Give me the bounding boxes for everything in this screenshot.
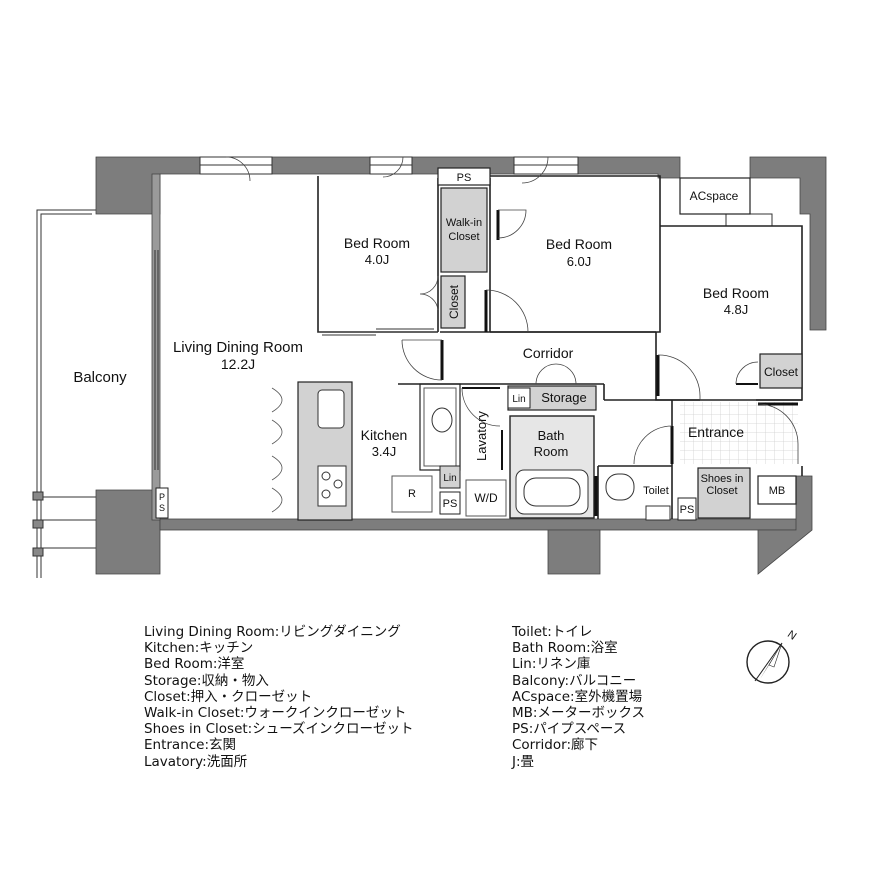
- legend-item: Shoes in Closet:シューズインクローゼット: [144, 721, 414, 738]
- toilet-label: Toilet: [643, 485, 669, 497]
- corridor-label: Corridor: [523, 345, 574, 361]
- lin-storage-box: [507, 387, 531, 409]
- bed1-name-label: Bed Room: [344, 235, 410, 251]
- refrigerator: [391, 475, 433, 513]
- windows-top: [199, 156, 773, 227]
- storage-label: Storage: [541, 390, 587, 405]
- ps-kitchen-label: PS: [443, 498, 458, 510]
- mb-label: MB: [769, 485, 786, 497]
- ps-top-label: PS: [457, 172, 472, 184]
- ps-toilet-label: PS: [680, 504, 695, 516]
- wd-label: W/D: [474, 491, 498, 505]
- doors: [225, 156, 799, 516]
- legend-item: Storage:収納・物入: [144, 672, 269, 689]
- ps-living-s: S: [159, 503, 165, 513]
- kitchen-size-label: 3.4J: [372, 444, 397, 459]
- legend-item: Lin:リネン庫: [512, 656, 591, 673]
- legend-item: Kitchen:キッチン: [144, 640, 254, 657]
- balcony-area: [32, 209, 96, 578]
- balcony-label: Balcony: [73, 369, 127, 386]
- acspace-box: [679, 177, 751, 215]
- legend-item: Bath Room:浴室: [512, 640, 618, 657]
- legend-item: Lavatory:洗面所: [144, 753, 248, 770]
- ps-living-p: P: [159, 492, 165, 502]
- entrance-tile: [680, 402, 798, 464]
- closet-vertical-label: Closet: [447, 284, 461, 319]
- legend-item: Closet:押入・クローゼット: [144, 688, 313, 705]
- shoes-closet-label-1: Shoes in: [701, 473, 744, 485]
- ps-top-box: [437, 167, 491, 186]
- walkin-closet-label-2: Closet: [448, 231, 479, 243]
- bed3-name-label: Bed Room: [703, 285, 769, 301]
- legend-item: Living Dining Room:リビングダイニング: [144, 624, 401, 640]
- shoes-closet-box: [697, 467, 751, 519]
- legend-item: Entrance:玄関: [144, 737, 237, 754]
- bed1-size-label: 4.0J: [365, 252, 390, 267]
- closet-bed3-label: Closet: [764, 365, 799, 379]
- ldk-size-label: 12.2J: [221, 356, 255, 372]
- entrance-label: Entrance: [688, 424, 744, 440]
- north-label: N: [785, 628, 798, 642]
- bed2-name-label: Bed Room: [546, 236, 612, 252]
- walkin-closet-label-1: Walk-in: [446, 217, 482, 229]
- kitchen-counter: [271, 381, 353, 521]
- mb-box: [757, 475, 797, 505]
- bed3-size-label: 4.8J: [724, 302, 749, 317]
- legend-item: ACspace:室外機置場: [512, 688, 643, 705]
- bath-room: [509, 415, 595, 519]
- kitchen-name-label: Kitchen: [361, 427, 408, 443]
- bath-label-1: Bath: [538, 428, 565, 443]
- closet-bed3-box: [759, 353, 803, 389]
- legend-item: MB:メーターボックス: [512, 705, 646, 722]
- lavatory-fixtures: [419, 383, 507, 517]
- compass-icon: N: [746, 628, 798, 684]
- acspace-label: ACspace: [690, 189, 739, 203]
- sliding-partition: [154, 250, 438, 470]
- legend-item: J:畳: [512, 753, 535, 770]
- walkin-closet-box: [440, 187, 488, 273]
- ps-living-box: [155, 487, 169, 519]
- bath-label-2: Room: [534, 444, 569, 459]
- legend-item: Toilet:トイレ: [512, 624, 593, 640]
- ldk-name-label: Living Dining Room: [173, 339, 303, 356]
- legend-item: Corridor:廊下: [512, 737, 598, 754]
- bed2-size-label: 6.0J: [567, 254, 592, 269]
- legend-item: Bed Room:洋室: [144, 656, 245, 673]
- lin-storage-label: Lin: [512, 394, 525, 405]
- refrigerator-label: R: [408, 488, 416, 500]
- lin-lavatory-label: Lin: [443, 473, 456, 484]
- shoes-closet-label-2: Closet: [706, 485, 737, 497]
- legend-item: PS:パイプスペース: [512, 721, 627, 738]
- legend-item: Walk-in Closet:ウォークインクローゼット: [144, 705, 407, 722]
- legend-item: Balcony:バルコニー: [512, 672, 637, 689]
- toilet-fixture: [605, 473, 697, 521]
- closet-vertical-box: [440, 275, 466, 329]
